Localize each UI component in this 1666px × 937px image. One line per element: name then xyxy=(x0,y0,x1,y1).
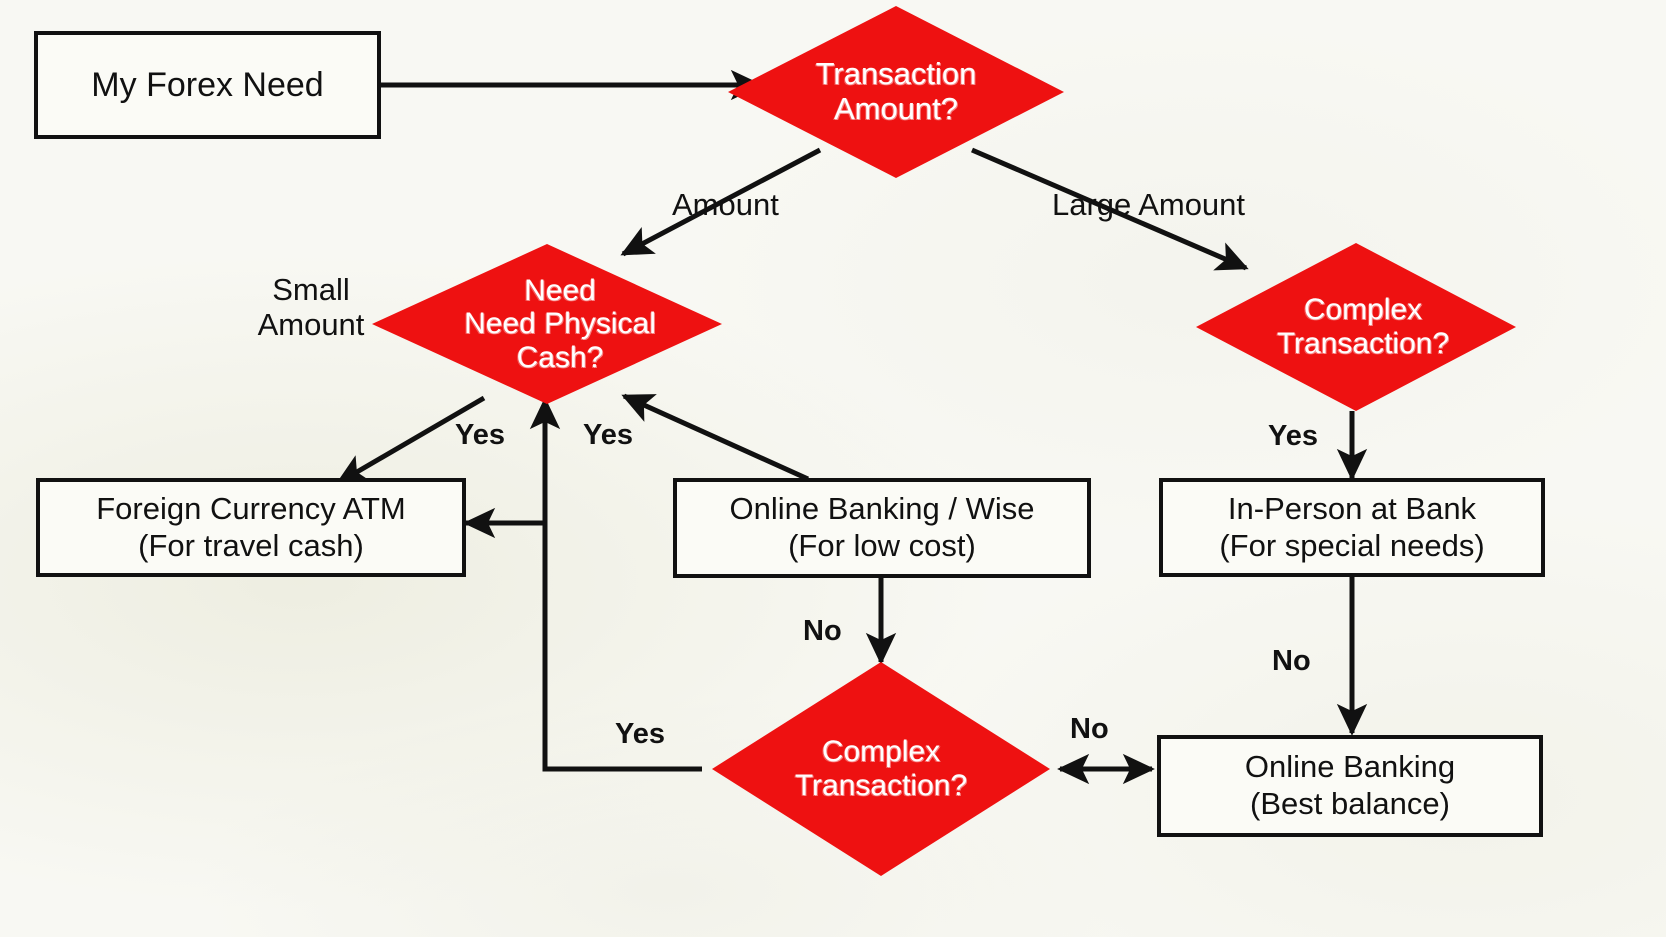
edge-bottom-complex-to-cash xyxy=(529,397,702,772)
node-label-line-2: Amount? xyxy=(833,91,959,126)
node-in-person-at-bank[interactable]: In-Person at Bank (For special needs) xyxy=(1159,478,1545,577)
node-label-line-1: Online Banking / Wise xyxy=(729,491,1035,527)
edge-label-yes-bottom: Yes xyxy=(615,718,665,750)
node-label-line-1: Complex xyxy=(1303,293,1423,327)
edge-label-yes-wise: Yes xyxy=(583,419,633,451)
edge-label-small-amount-line-1: Small xyxy=(272,272,350,307)
edge-label-no-wise: No xyxy=(803,615,842,647)
node-label-line-1: Complex xyxy=(821,735,941,769)
node-need-physical-cash[interactable]: Need Need Physical Cash? xyxy=(372,244,722,404)
edge-label-no-bottom: No xyxy=(1070,713,1109,745)
node-label-line-1: Need xyxy=(524,273,596,307)
node-foreign-currency-atm[interactable]: Foreign Currency ATM (For travel cash) xyxy=(36,478,466,577)
node-complex-transaction-bottom[interactable]: Complex Transaction? xyxy=(712,662,1050,876)
node-online-banking-best[interactable]: Online Banking (Best balance) xyxy=(1157,735,1543,837)
node-online-banking-wise[interactable]: Online Banking / Wise (For low cost) xyxy=(673,478,1091,578)
node-label-line-1: Foreign Currency ATM xyxy=(96,490,406,526)
edge-wise-to-cash xyxy=(621,393,810,482)
node-label-line-2: Transaction? xyxy=(1276,327,1450,360)
node-complex-transaction-right[interactable]: Complex Transaction? xyxy=(1196,243,1516,411)
node-label-line-2: (For low cost) xyxy=(788,528,976,563)
node-label-line-2: Need Physical xyxy=(464,307,656,341)
node-label-line-2: (Best balance) xyxy=(1250,786,1450,821)
node-label-line-3: Cash? xyxy=(516,340,604,374)
node-my-forex-need[interactable]: My Forex Need xyxy=(34,31,381,139)
node-transaction-amount[interactable]: Transaction Amount? xyxy=(728,6,1064,178)
node-label: My Forex Need xyxy=(91,65,324,104)
edge-label-yes-atm: Yes xyxy=(455,419,505,451)
node-label-line-1: Online Banking xyxy=(1244,749,1456,785)
edge-label-amount: Amount xyxy=(672,187,779,222)
edge-label-large-amount: Large Amount xyxy=(1052,187,1246,222)
node-label-line-2: Transaction? xyxy=(794,769,968,802)
edge-label-small-amount-line-2: Amount xyxy=(257,306,365,342)
edge-label-yes-right: Yes xyxy=(1268,420,1318,452)
edge-label-small-amount: Small Amount xyxy=(242,272,380,342)
node-label-line-1: In-Person at Bank xyxy=(1227,490,1477,526)
node-label-line-1: Transaction xyxy=(815,56,977,92)
node-label-line-2: (For travel cash) xyxy=(138,527,364,563)
node-label-line-2: (For special needs) xyxy=(1219,527,1485,563)
edge-label-no-right: No xyxy=(1272,645,1311,677)
